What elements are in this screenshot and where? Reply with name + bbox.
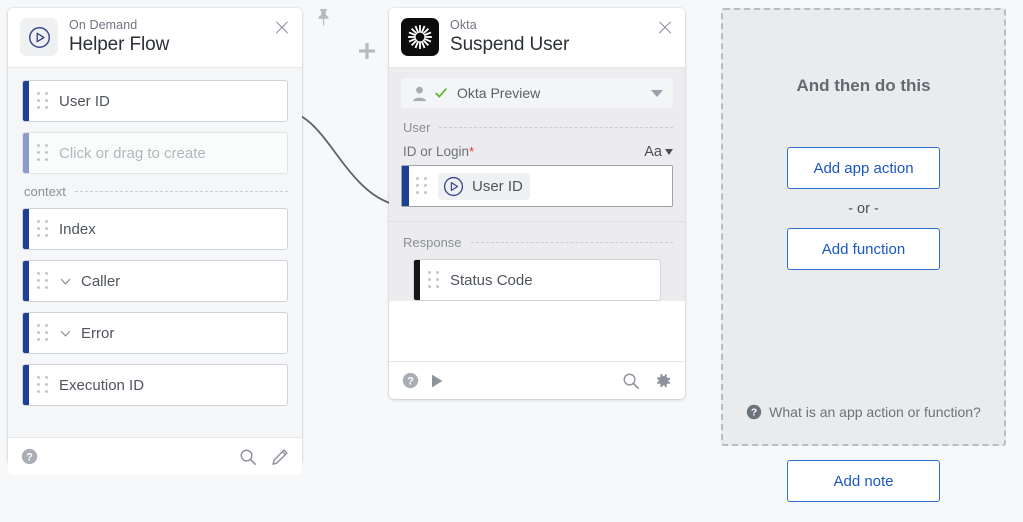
id-or-login-input[interactable]: User ID (401, 165, 673, 207)
connection-selector[interactable]: Okta Preview (401, 78, 673, 108)
pill-label: Click or drag to create (59, 144, 206, 162)
drag-handle-icon[interactable] (37, 220, 49, 237)
pencil-icon[interactable] (271, 448, 289, 466)
accent-bar (414, 260, 420, 300)
accent-bar (23, 313, 29, 353)
close-icon[interactable] (655, 17, 675, 37)
accent-bar (23, 81, 29, 121)
add-note-button[interactable]: Add note (787, 460, 940, 502)
add-app-action-button[interactable]: Add app action (787, 147, 940, 189)
play-circle-icon (443, 176, 464, 196)
help-icon: ? (746, 404, 762, 420)
next-step-panel: And then do this Add app action - or - A… (721, 8, 1006, 446)
user-icon (413, 86, 426, 101)
divider-line (74, 191, 288, 192)
context-item-caller[interactable]: Caller (22, 260, 288, 302)
chevron-down-icon[interactable] (59, 275, 72, 288)
format-toggle-label: Aa (644, 144, 662, 160)
help-icon[interactable]: ? (402, 372, 419, 389)
context-item-index[interactable]: Index (22, 208, 288, 250)
add-function-button[interactable]: Add function (787, 228, 940, 270)
play-icon[interactable] (429, 373, 445, 389)
drag-handle-icon[interactable] (428, 271, 440, 288)
drag-handle-icon[interactable] (37, 272, 49, 289)
help-icon[interactable]: ? (21, 448, 38, 465)
section-label-response: Response (403, 235, 462, 250)
field-label: ID or Login (403, 144, 470, 159)
close-icon[interactable] (272, 17, 292, 37)
okta-card-subtitle: Okta (450, 17, 477, 32)
play-circle-icon (20, 18, 58, 56)
accent-bar (402, 166, 409, 206)
response-output-status-code[interactable]: Status Code (413, 259, 661, 301)
required-marker: * (469, 144, 475, 159)
pill-label: Status Code (450, 271, 533, 289)
accent-bar (23, 261, 29, 301)
next-step-title: And then do this (796, 76, 931, 95)
pill-label: Execution ID (59, 376, 145, 394)
pill-label: User ID (59, 92, 110, 110)
pill-label: Index (59, 220, 96, 238)
okta-action-card: Okta Suspend User Okta Preview User (389, 8, 685, 399)
drag-handle-icon[interactable] (37, 144, 49, 161)
drag-handle-icon[interactable] (37, 92, 49, 109)
svg-text:?: ? (407, 375, 414, 387)
flow-card-subtitle: On Demand (69, 17, 138, 32)
id-or-login-field-row: ID or Login* Aa (403, 144, 673, 160)
response-section-divider: Response (403, 235, 673, 250)
accent-bar (23, 133, 29, 173)
context-divider: context (24, 184, 288, 199)
flow-card-body: User ID Click or drag to create context … (8, 68, 302, 437)
format-toggle[interactable]: Aa (644, 144, 673, 160)
flow-card-title: Helper Flow (69, 34, 170, 56)
okta-card-body: Okta Preview User ID or Login* Aa (389, 68, 685, 301)
flow-output-placeholder[interactable]: Click or drag to create (22, 132, 288, 174)
section-separator (389, 221, 685, 222)
flow-card-header: On Demand Helper Flow (8, 8, 302, 68)
chevron-down-icon[interactable] (651, 89, 663, 97)
or-separator: - or - (848, 201, 879, 217)
token-user-id[interactable]: User ID (438, 172, 530, 200)
flow-card: On Demand Helper Flow User ID Click or d… (8, 8, 302, 475)
connection-name: Okta Preview (457, 85, 541, 101)
context-item-execution-id[interactable]: Execution ID (22, 364, 288, 406)
context-divider-label: context (24, 184, 66, 199)
accent-bar (23, 365, 29, 405)
divider-line (439, 127, 673, 128)
okta-card-footer: ? (389, 361, 685, 399)
help-text: What is an app action or function? (769, 404, 981, 420)
user-section-divider: User (403, 120, 673, 135)
check-icon (435, 88, 447, 98)
plus-icon[interactable] (358, 42, 376, 65)
okta-card-title: Suspend User (450, 34, 570, 56)
drag-handle-icon[interactable] (37, 324, 49, 341)
flow-card-footer: ? (8, 437, 302, 475)
context-item-error[interactable]: Error (22, 312, 288, 354)
okta-logo-icon (401, 18, 439, 56)
search-icon[interactable] (622, 372, 640, 390)
divider-line (470, 242, 673, 243)
gear-icon[interactable] (654, 372, 672, 390)
pill-label: Error (81, 324, 115, 342)
drag-handle-icon[interactable] (37, 376, 49, 393)
token-label: User ID (472, 177, 523, 195)
chevron-down-icon (665, 149, 673, 155)
search-icon[interactable] (239, 448, 257, 466)
pill-label: Caller (81, 272, 121, 290)
pin-icon[interactable] (315, 8, 332, 33)
flow-output-user-id[interactable]: User ID (22, 80, 288, 122)
drag-handle-icon[interactable] (416, 177, 428, 194)
accent-bar (23, 209, 29, 249)
what-is-app-action-help[interactable]: ? What is an app action or function? (723, 404, 1004, 420)
chevron-down-icon[interactable] (59, 327, 72, 340)
section-label-user: User (403, 120, 431, 135)
svg-text:?: ? (751, 408, 757, 419)
svg-text:?: ? (26, 451, 33, 463)
okta-card-header: Okta Suspend User (389, 8, 685, 68)
